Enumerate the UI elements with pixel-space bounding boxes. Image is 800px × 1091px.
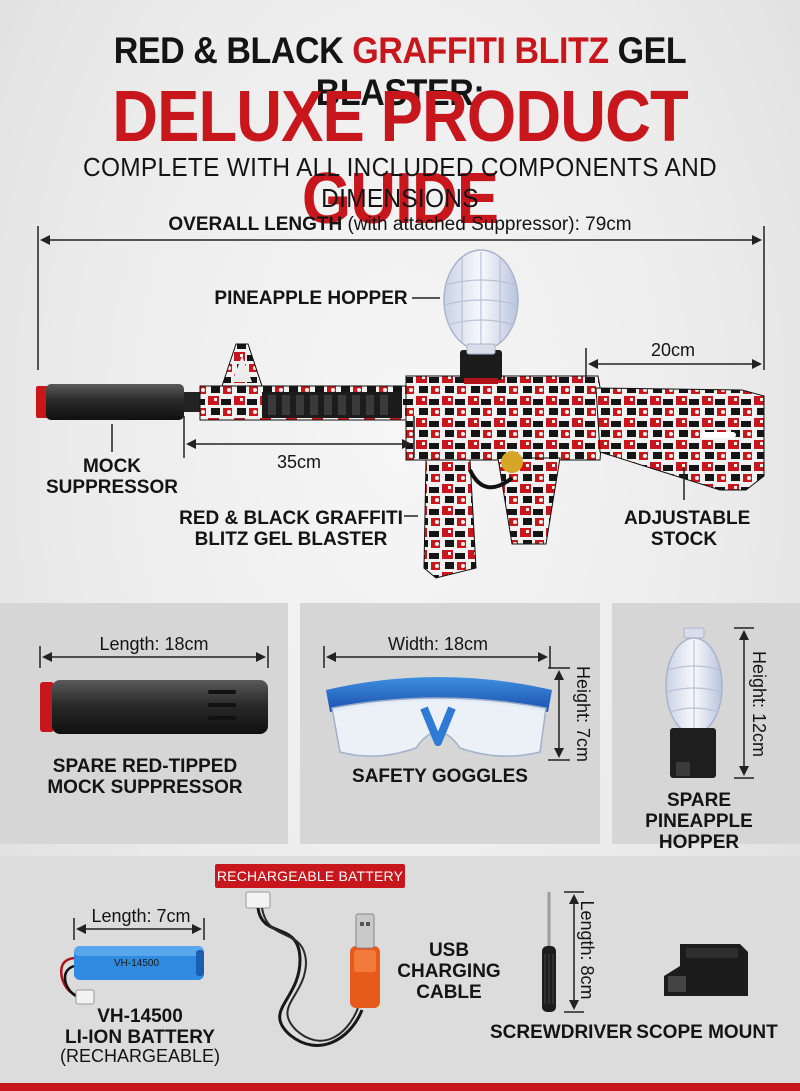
scope-mount-image — [664, 944, 748, 996]
title-part-2: GRAFFITI BLITZ — [352, 30, 609, 71]
scope-mount-label: SCOPE MOUNT — [636, 1022, 778, 1043]
overall-length-rest: (with attached Suppressor): 79cm — [342, 214, 632, 235]
barrel-dimension-label: 35cm — [276, 452, 321, 472]
usb-cable-line-3: CABLE — [416, 982, 482, 1003]
battery-label-line-1: VH-14500 — [97, 1006, 183, 1027]
spare-hopper-line-2: HOPPER — [658, 832, 740, 853]
usb-cable-line-1: USB — [428, 940, 470, 961]
goggles-height-label: Height: 7cm — [573, 665, 593, 763]
overall-length-label: OVERALL LENGTH (with attached Suppressor… — [0, 214, 800, 236]
screwdriver-image — [542, 892, 556, 1012]
adjustable-stock-label: ADJUSTABLE STOCK — [624, 508, 751, 550]
battery-rechargeable-note: (RECHARGEABLE) — [59, 1046, 221, 1066]
mock-suppressor-line-2: SUPPRESSOR — [46, 477, 178, 498]
mock-suppressor-label: MOCK SUPPRESSOR — [30, 456, 194, 498]
title-part-3: GEL BLASTER: — [315, 30, 687, 113]
usb-cable-label: USB CHARGING CABLE — [384, 940, 514, 1003]
stock-dimension-arrow — [585, 348, 762, 380]
battery-label-line-2: LI-ION BATTERY — [65, 1027, 215, 1048]
blaster-label: RED & BLACK GRAFFITI BLITZ GEL BLASTER — [178, 508, 404, 550]
spare-suppressor-line-2: MOCK SUPPRESSOR — [47, 777, 243, 798]
screwdriver-length-arrow — [564, 891, 584, 1013]
spare-suppressor-label: SPARE RED-TIPPED MOCK SUPPRESSOR — [30, 756, 260, 798]
battery-image: VH-14500 — [60, 946, 204, 1005]
gel-blaster-image — [36, 249, 765, 579]
screwdriver-length-label: Length: 8cm — [577, 900, 597, 1000]
subtitle: COMPLETE WITH ALL INCLUDED COMPONENTS AN… — [83, 152, 717, 213]
page-title: DELUXE PRODUCT GUIDE — [112, 77, 688, 239]
title-line-1: RED & BLACK GRAFFITI BLITZ GEL BLASTER: — [32, 30, 768, 114]
spare-suppressor-length-arrow — [39, 646, 269, 668]
blaster-label-line-2: BLITZ GEL BLASTER — [194, 529, 388, 550]
screwdriver-label: SCREWDRIVER — [490, 1022, 633, 1043]
battery-print: VH-14500 — [114, 958, 159, 969]
spare-hopper-line-1: SPARE PINEAPPLE — [645, 790, 753, 832]
battery-length-arrow — [73, 918, 205, 940]
mock-suppressor-line-1: MOCK — [82, 456, 142, 477]
overall-length-bold: OVERALL LENGTH — [168, 214, 343, 235]
blaster-label-line-1: RED & BLACK GRAFFITI — [179, 508, 403, 529]
hopper-height-arrow — [734, 627, 754, 779]
goggles-width-arrow — [323, 646, 551, 668]
battery-label: VH-14500 LI-ION BATTERY — [50, 1006, 230, 1048]
safety-goggles-label: SAFETY GOGGLES — [352, 766, 528, 787]
spare-suppressor-length-label: Length: 18cm — [99, 634, 209, 654]
hopper-height-label: Height: 12cm — [749, 650, 769, 758]
goggles-height-arrow — [548, 667, 570, 761]
spare-suppressor-line-1: SPARE RED-TIPPED — [52, 756, 238, 777]
spare-hopper-label: SPARE PINEAPPLE HOPPER — [614, 790, 784, 853]
safety-goggles-image — [326, 677, 552, 757]
title-part-1: RED & BLACK — [113, 30, 353, 71]
battery-length-label: Length: 7cm — [91, 906, 191, 926]
rechargeable-battery-badge: RECHARGEABLE BATTERY — [215, 864, 405, 888]
bottom-accent-bar — [0, 1083, 800, 1091]
usb-cable-line-2: CHARGING — [397, 961, 501, 982]
overall-length-arrow — [37, 226, 765, 370]
stock-label-line-1: ADJUSTABLE — [624, 508, 751, 529]
goggles-width-label: Width: 18cm — [387, 634, 489, 654]
spare-suppressor-image — [40, 680, 268, 734]
barrel-dimension-arrow — [183, 416, 415, 458]
hopper-label: PINEAPPLE HOPPER — [214, 288, 408, 309]
stock-label-line-2: STOCK — [650, 529, 718, 550]
stock-dimension-label: 20cm — [650, 340, 695, 360]
spare-hopper-image — [665, 627, 723, 778]
usb-cable-image — [245, 891, 380, 1047]
